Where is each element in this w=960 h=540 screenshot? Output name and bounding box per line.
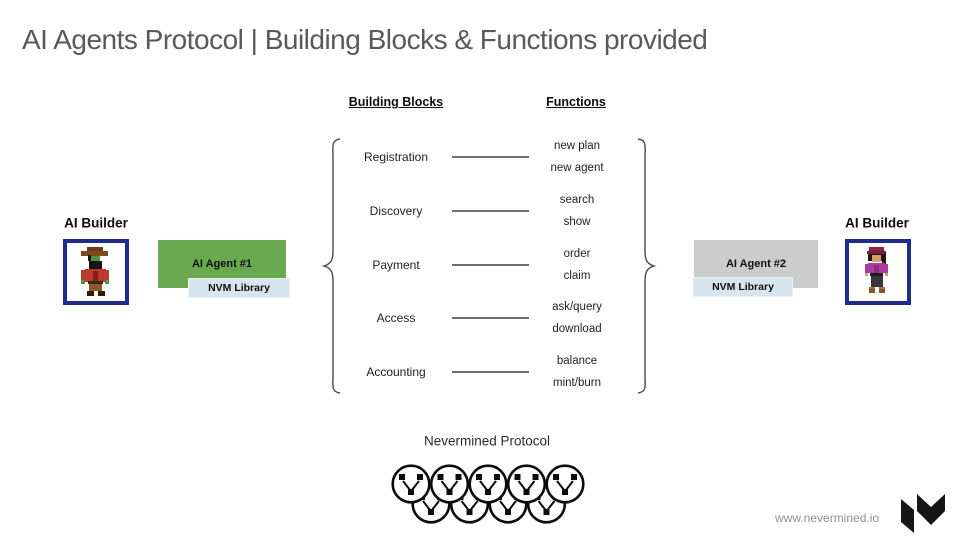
functions-payment: order claim xyxy=(564,243,591,287)
connector-line xyxy=(452,210,529,212)
function-item: ask/query xyxy=(552,301,602,313)
functions-discovery: search show xyxy=(560,189,595,233)
connector-line xyxy=(452,371,529,373)
block-access: Access xyxy=(376,311,416,325)
function-item: download xyxy=(552,323,602,335)
functions-access: ask/query download xyxy=(552,296,602,340)
function-item: balance xyxy=(556,355,598,367)
left-brace xyxy=(321,138,341,394)
block-discovery: Discovery xyxy=(369,204,423,218)
building-blocks-header: Building Blocks xyxy=(348,95,444,109)
connector-line xyxy=(452,317,529,319)
right-builder-label: AI Builder xyxy=(845,215,909,231)
left-builder-label: AI Builder xyxy=(64,215,128,231)
functions-registration: new plan new agent xyxy=(550,135,603,179)
connector-line xyxy=(452,156,529,158)
nevermined-logo-icon xyxy=(901,494,945,533)
protocol-label: Nevermined Protocol xyxy=(423,433,551,449)
left-builder-avatar-frame xyxy=(63,239,129,305)
functions-header: Functions xyxy=(546,95,606,109)
pirate-woman-icon xyxy=(865,247,888,293)
footer-url: www.nevermined.io xyxy=(775,511,880,525)
functions-accounting: balance mint/burn xyxy=(553,350,601,394)
right-nvm-library-box: NVM Library xyxy=(693,277,793,297)
pirate-captain-icon xyxy=(81,247,109,296)
function-item: show xyxy=(563,216,591,228)
nevermined-node-icon xyxy=(468,464,508,504)
function-item: new agent xyxy=(550,162,604,174)
function-item: mint/burn xyxy=(553,377,601,389)
agent1-label: AI Agent #1 xyxy=(191,258,253,270)
function-item: search xyxy=(559,194,595,206)
function-item: order xyxy=(563,248,591,260)
agent2-box: AI Agent #2 xyxy=(694,240,818,288)
left-nvm-library-label: NVM Library xyxy=(208,282,270,294)
block-payment: Payment xyxy=(372,258,420,272)
connector-line xyxy=(452,264,529,266)
right-brace xyxy=(637,138,657,394)
function-item: claim xyxy=(563,270,591,282)
left-nvm-library-box: NVM Library xyxy=(188,278,290,298)
agent2-label: AI Agent #2 xyxy=(725,258,787,270)
page-title: AI Agents Protocol | Building Blocks & F… xyxy=(22,24,708,55)
nevermined-node-icon xyxy=(506,464,547,504)
block-accounting: Accounting xyxy=(366,365,426,379)
block-registration: Registration xyxy=(363,150,429,164)
nevermined-node-icon xyxy=(391,464,431,504)
nevermined-node-icon xyxy=(429,464,470,504)
right-builder-avatar-frame xyxy=(845,239,911,305)
nevermined-protocol-nodes xyxy=(391,464,585,524)
nevermined-node-icon xyxy=(545,464,585,504)
function-item: new plan xyxy=(553,140,601,152)
right-nvm-library-label: NVM Library xyxy=(712,281,774,293)
